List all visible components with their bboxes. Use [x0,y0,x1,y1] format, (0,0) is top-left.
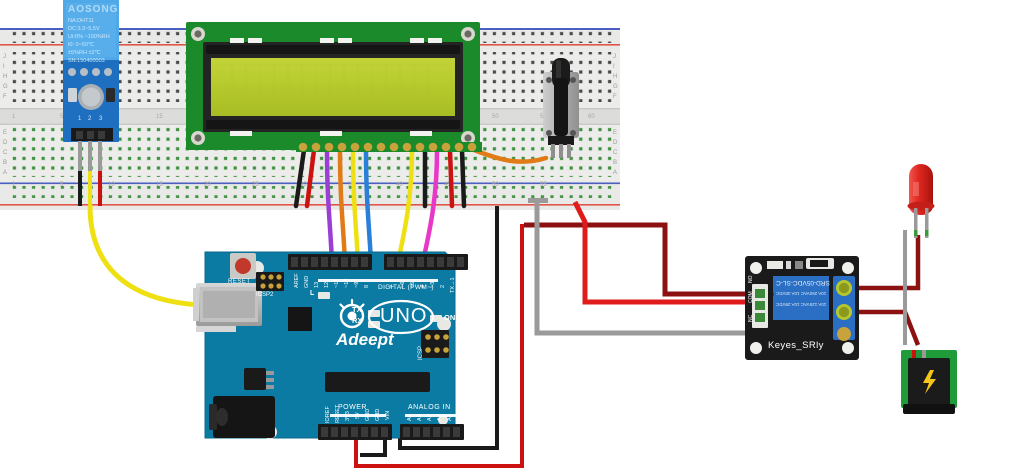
wire-relay-gnd [534,202,746,336]
svg-text:G: G [613,84,618,90]
svg-text:55: 55 [540,182,547,188]
svg-text:B: B [3,160,7,166]
svg-text:15: 15 [156,114,163,120]
svg-text:J: J [3,54,6,60]
lcd-screen [211,58,455,116]
svg-text:10: 10 [108,182,115,188]
wire-relay-output [855,235,921,346]
svg-text:5: 5 [60,114,64,120]
svg-text:C: C [613,150,618,156]
power-header[interactable] [318,424,392,440]
wire-gnd-tap [528,198,548,203]
svg-text:H: H [3,74,7,80]
adeept-logo-icon [339,298,365,329]
digital-header-left[interactable] [288,254,372,270]
wire-gnd-bus [360,206,499,457]
power-supply-module [901,350,957,414]
svg-text:20: 20 [204,182,211,188]
microcontroller-ic [325,372,430,392]
icsp2-header [256,272,284,291]
dht11-sensor-module [63,0,119,171]
svg-text:1: 1 [12,182,16,188]
svg-text:40: 40 [396,182,403,188]
dc-power-jack [209,396,275,438]
relay-screw-terminals[interactable] [833,276,855,341]
arduino-uno-board [193,251,468,440]
relay-input-header[interactable] [752,284,768,328]
svg-text:A: A [3,170,7,176]
lightning-bolt-icon [923,370,936,394]
usb-serial-ic [288,307,312,331]
svg-text:50: 50 [492,114,499,120]
svg-text:G: G [3,84,8,90]
svg-text:I: I [613,64,615,70]
icsp-header [421,330,449,358]
svg-text:H: H [613,74,617,80]
potentiometer [543,58,579,158]
svg-text:J: J [613,54,616,60]
breadboard-row-letters: JIH GF EDC BA JIH GF EDC BA [3,54,618,176]
voltage-regulator [244,368,274,390]
svg-text:F: F [3,94,7,100]
wire-relay-signal [572,200,745,305]
wire-relay-vcc [524,222,745,297]
svg-text:D: D [3,140,8,146]
red-led [907,164,935,238]
lcd-pin-header [296,142,482,152]
svg-text:E: E [3,130,7,136]
svg-text:I: I [3,64,5,70]
svg-text:45: 45 [444,182,451,188]
svg-text:B: B [613,160,617,166]
svg-text:A: A [613,170,617,176]
dht11-breadboard-jumpers [78,170,102,206]
digital-header-right[interactable] [384,254,468,270]
uno-badge-outline [367,299,435,335]
usb-connector [193,283,262,332]
svg-text:60: 60 [588,114,595,120]
svg-text:E: E [613,130,617,136]
svg-text:15: 15 [156,182,163,188]
relay-module [745,256,859,360]
lcd-display-module [186,22,482,152]
svg-text:C: C [3,150,8,156]
analog-header[interactable] [400,424,464,440]
wire-bundle-lcd-to-arduino [293,147,549,265]
svg-text:30: 30 [300,182,307,188]
svg-text:1: 1 [12,114,16,120]
svg-text:25: 25 [252,182,259,188]
svg-text:5: 5 [60,182,64,188]
svg-text:F: F [613,94,617,100]
svg-text:D: D [613,140,618,146]
svg-text:50: 50 [492,182,499,188]
reset-button[interactable] [230,253,256,279]
relay-can [773,276,829,320]
wire-5v-bus [354,224,524,468]
